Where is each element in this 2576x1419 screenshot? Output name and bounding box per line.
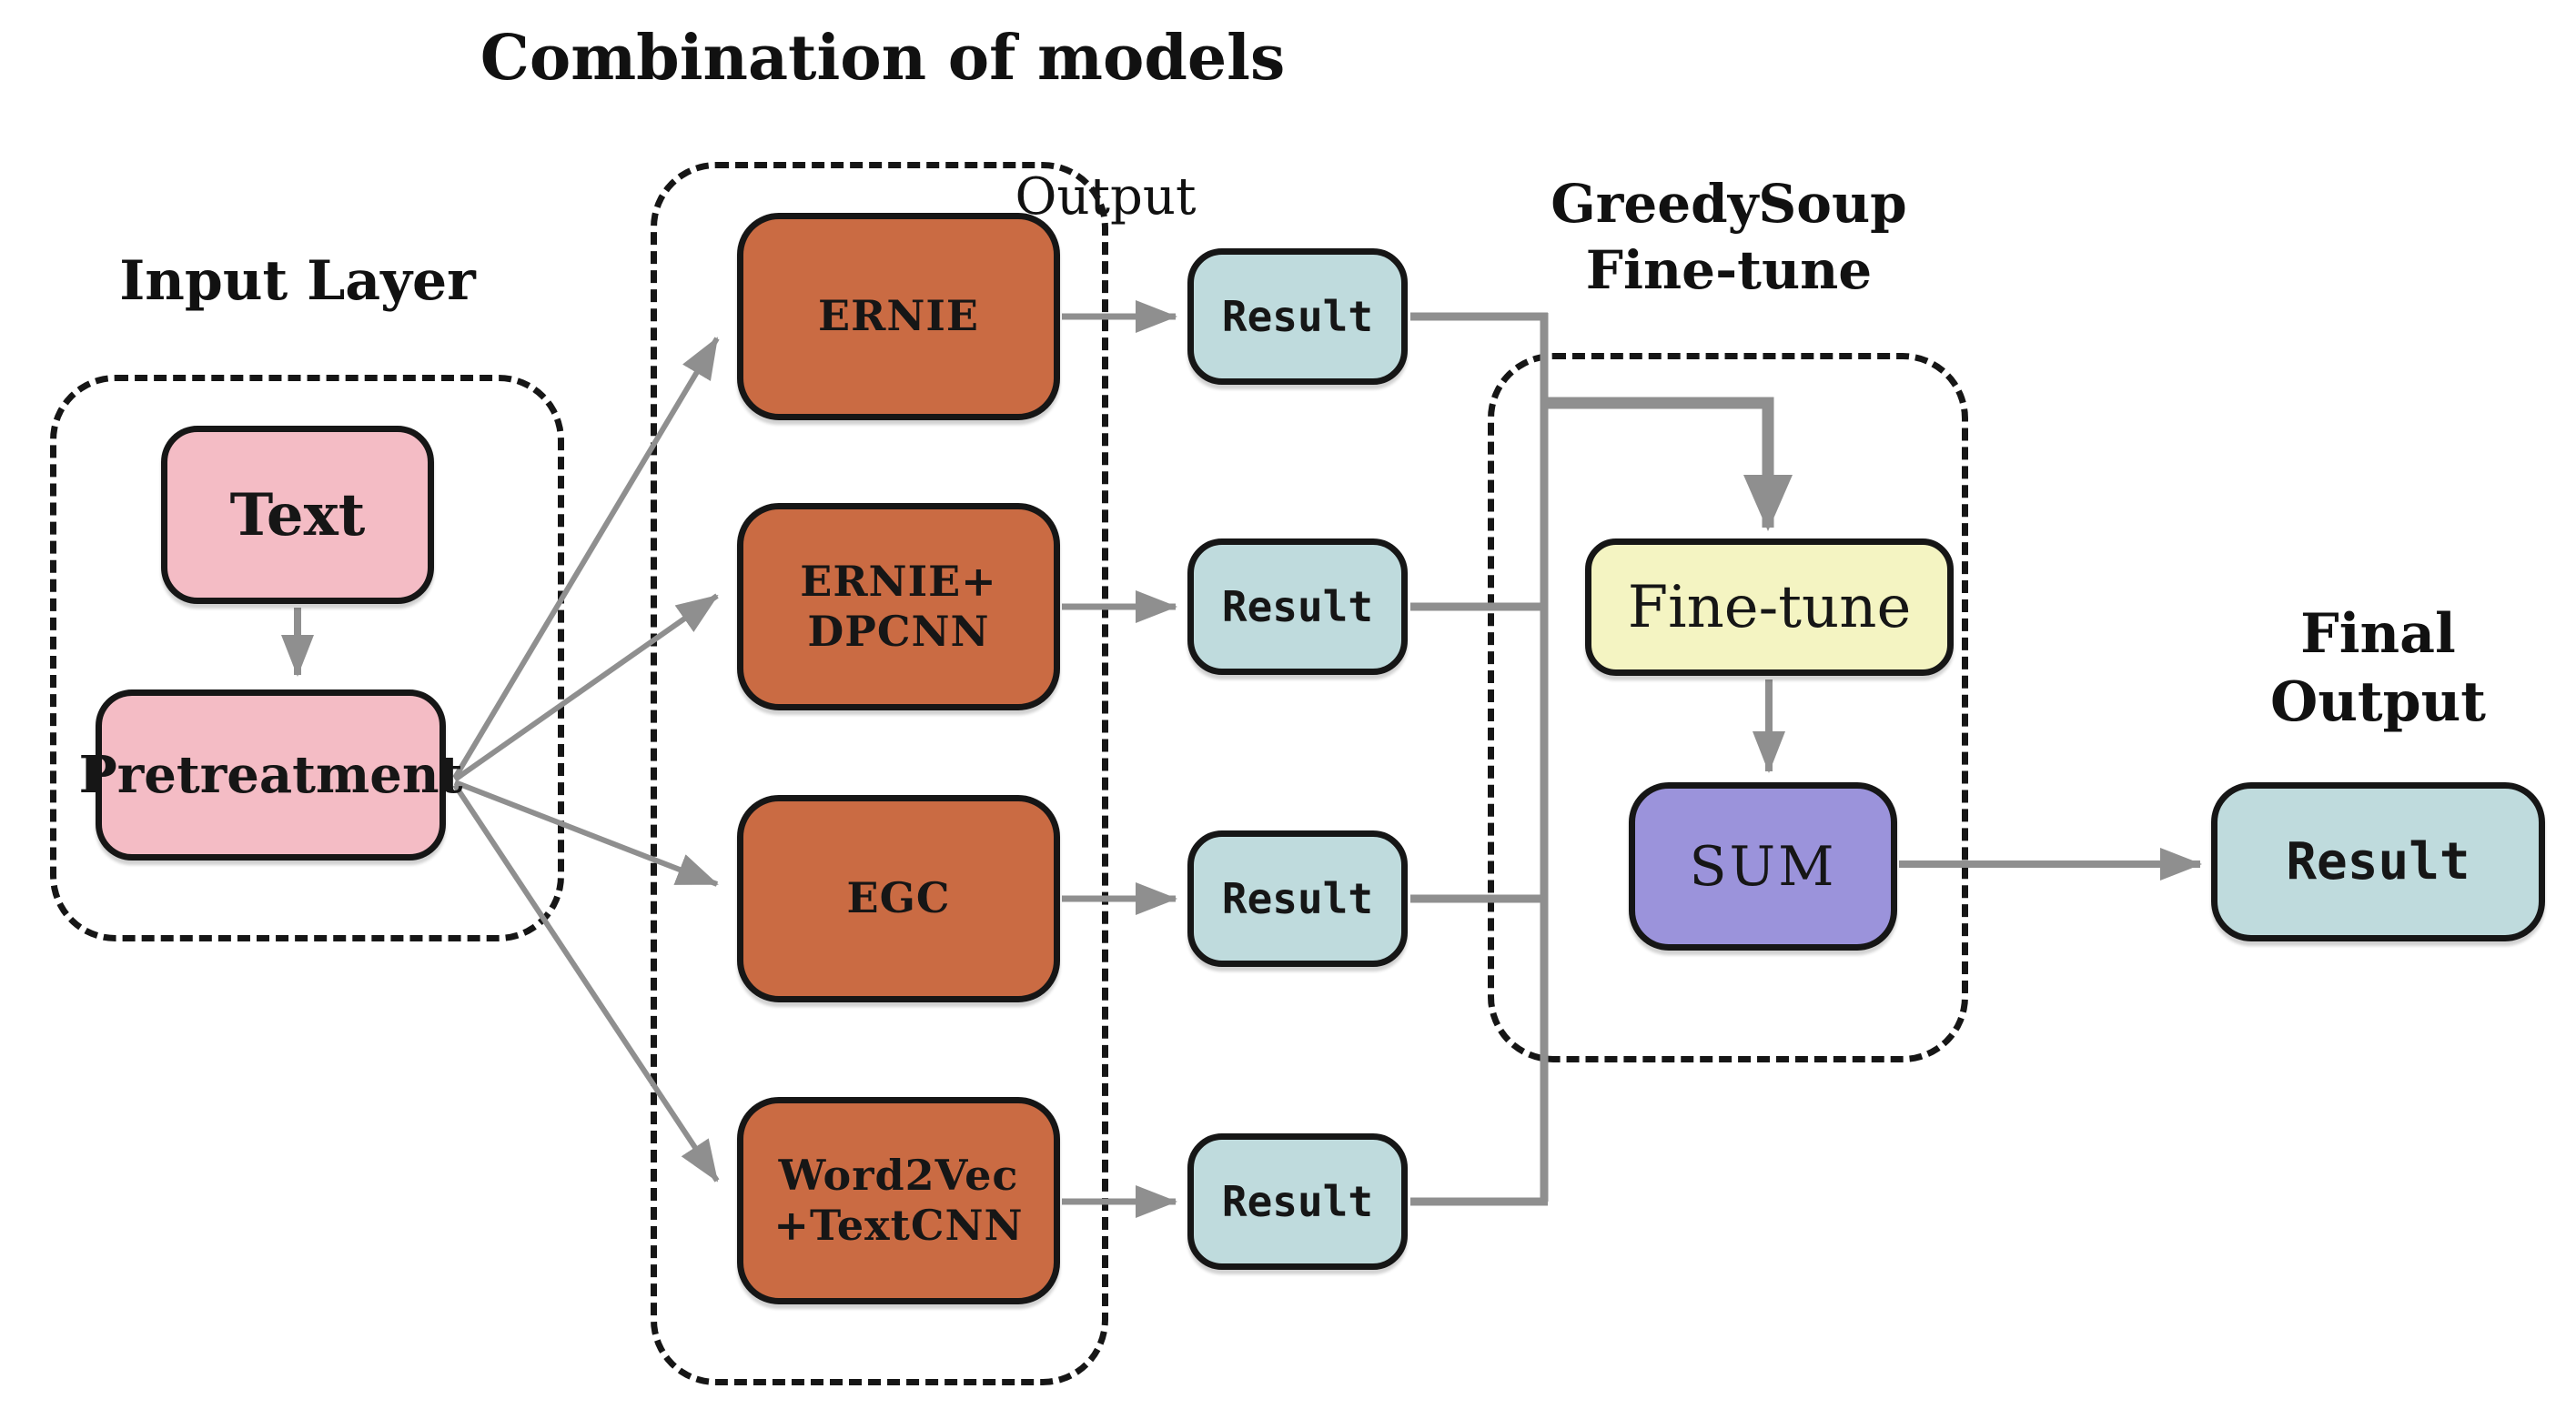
combination-title: Combination of models: [480, 22, 1286, 95]
final-result-node: Result: [2211, 782, 2545, 941]
model-node-egc: EGC: [737, 795, 1060, 1002]
model-node-word2vec-textcnn: Word2Vec +TextCNN: [737, 1097, 1060, 1304]
result-label: Result: [1221, 292, 1374, 341]
arrow-bus-to-finetune-icon: [1544, 397, 1793, 531]
models-container: [651, 162, 1108, 1385]
greedysoup-title: GreedySoup Fine-tune: [1492, 171, 1965, 303]
final-output-title-line2: Output: [2270, 670, 2486, 734]
result-node-2: Result: [1187, 538, 1408, 675]
result-label: Result: [1221, 582, 1374, 631]
finetune-node-label: Fine-tune: [1627, 573, 1912, 641]
model-label-line2: +TextCNN: [773, 1201, 1024, 1250]
sum-node-label: SUM: [1689, 834, 1837, 899]
result-label: Result: [1221, 874, 1374, 923]
result-node-1: Result: [1187, 248, 1408, 385]
input-layer-title: Input Layer: [119, 249, 476, 313]
result-node-3: Result: [1187, 830, 1408, 967]
final-output-title: Final Output: [2211, 600, 2545, 737]
arrow-pretreatment-to-egc-icon: [453, 780, 719, 887]
arrow-pretreatment-to-word2vec-icon: [452, 783, 720, 1182]
model-label: ERNIE: [818, 291, 979, 341]
greedysoup-container: [1488, 353, 1968, 1062]
result-label: Result: [1221, 1177, 1374, 1226]
model-node-ernie-dpcnn: ERNIE+ DPCNN: [737, 503, 1060, 710]
final-result-label: Result: [2286, 832, 2470, 891]
greedysoup-title-line2: Fine-tune: [1585, 238, 1873, 301]
model-label: ERNIE+: [800, 556, 997, 606]
finetune-node: Fine-tune: [1585, 538, 1954, 676]
pretreatment-node-label: Pretreatment: [78, 745, 463, 805]
greedysoup-title-line1: GreedySoup: [1551, 173, 1907, 235]
model-label: Word2Vec: [778, 1150, 1019, 1200]
arrow-pretreatment-to-ernie-icon: [452, 337, 720, 780]
text-node: Text: [161, 426, 434, 604]
pretreatment-node: Pretreatment: [79, 689, 462, 860]
result-node-4: Result: [1187, 1133, 1408, 1270]
final-output-title-line1: Final: [2300, 602, 2456, 666]
text-node-label: Text: [229, 480, 366, 549]
model-node-ernie: ERNIE: [737, 213, 1060, 420]
input-layer-container: [50, 375, 564, 941]
model-label-line2: DPCNN: [807, 607, 990, 656]
model-label: EGC: [846, 873, 951, 923]
sum-node: SUM: [1629, 782, 1897, 951]
arrow-pretreatment-to-ernie-dpcnn-icon: [453, 593, 719, 782]
